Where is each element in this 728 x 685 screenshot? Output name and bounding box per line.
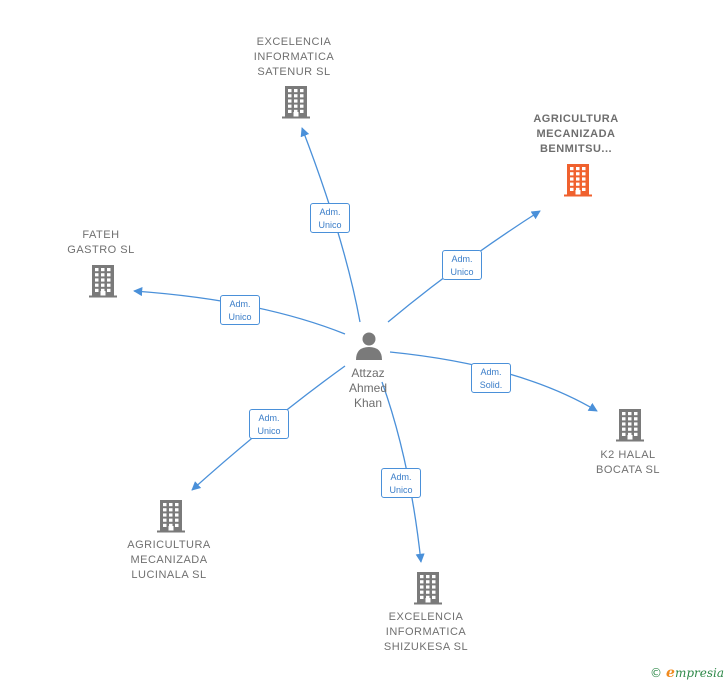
node-label-shizukesa[interactable]: EXCELENCIA INFORMATICA SHIZUKESA SL bbox=[383, 611, 469, 653]
building-icon-k2[interactable] bbox=[616, 409, 644, 442]
node-label-lucinala[interactable]: AGRICULTURA MECANIZADA LUCINALA SL bbox=[127, 539, 211, 581]
building-icon-shizukesa[interactable] bbox=[414, 572, 442, 605]
building-icon-lucinala[interactable] bbox=[157, 500, 185, 533]
building-icon-satenur[interactable] bbox=[282, 86, 310, 119]
person-icon[interactable] bbox=[356, 332, 382, 361]
edge-label-satenur[interactable]: Adm. Unico bbox=[310, 203, 350, 233]
edge-label-benmitsu[interactable]: Adm. Unico bbox=[442, 250, 482, 280]
node-label-benmitsu[interactable]: AGRICULTURA MECANIZADA BENMITSU... bbox=[533, 113, 619, 155]
copyright-symbol: © bbox=[650, 666, 663, 680]
brand-initial: e bbox=[666, 665, 675, 681]
edge-label-k2[interactable]: Adm. Solid. bbox=[471, 363, 511, 393]
brand-name: mpresia bbox=[674, 666, 724, 680]
building-icon-fateh[interactable] bbox=[89, 265, 117, 298]
edge-shizukesa bbox=[381, 381, 425, 563]
node-label-fateh[interactable]: FATEH GASTRO SL bbox=[67, 229, 135, 256]
footer-brand: ©empresia bbox=[650, 665, 724, 681]
edge-label-fateh[interactable]: Adm. Unico bbox=[220, 295, 260, 325]
node-label-k2[interactable]: K2 HALAL BOCATA SL bbox=[595, 449, 660, 476]
edge-label-shizukesa[interactable]: Adm. Unico bbox=[381, 468, 421, 498]
center-person-label[interactable]: Attzaz Ahmed Khan bbox=[348, 366, 388, 410]
building-icon-benmitsu[interactable] bbox=[564, 164, 592, 197]
edge-label-lucinala[interactable]: Adm. Unico bbox=[249, 409, 289, 439]
node-label-satenur[interactable]: EXCELENCIA INFORMATICA SATENUR SL bbox=[253, 36, 335, 78]
